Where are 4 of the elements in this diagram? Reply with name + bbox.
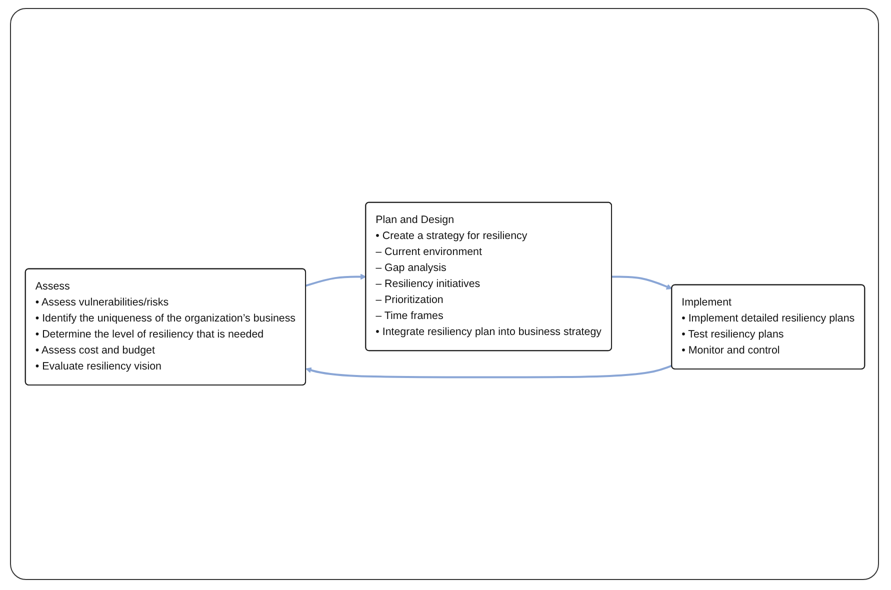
diagram-frame: Assess • Assess vulnerabilities/risks • Identify the uniqueness of the organization’s business • Determine the level of resiliency that is needed • Assess cost and budget • Evaluate resiliency vision Plan and Design • Create a strategy for resiliency – Current environment – Gap analysis – Resiliency initiatives – Prioritization – Time frames • Integrate resiliency plan into business strategy Implement • Implement detailed resiliency plans • Test resiliency plans • Monitor and control	[10, 8, 879, 580]
arrow	[305, 365, 672, 379]
arrow	[305, 274, 366, 287]
arrow	[611, 276, 672, 290]
